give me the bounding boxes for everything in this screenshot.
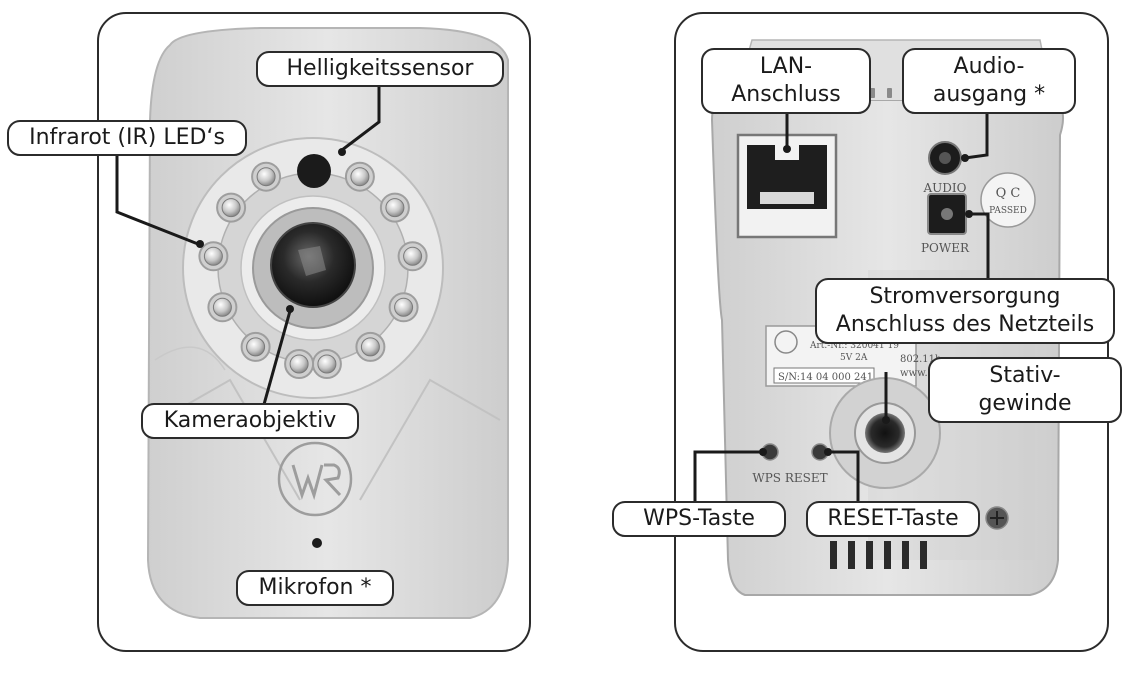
ir-led-lens xyxy=(256,167,276,187)
power-print: POWER xyxy=(921,241,970,255)
ir-led-lens xyxy=(360,337,380,357)
ir-led-lens xyxy=(221,198,241,218)
svg-text:S/N:14 04 000 241: S/N:14 04 000 241 xyxy=(778,372,873,383)
label-ir-leds: Infrarot (IR) LED‘s xyxy=(7,120,247,156)
ir-led-lens xyxy=(203,246,223,266)
svg-text:Q C: Q C xyxy=(996,186,1021,201)
ir-led-lens xyxy=(394,297,414,317)
label-tripod-thread: Stativ- gewinde xyxy=(928,357,1122,423)
ir-led-lens xyxy=(289,354,309,374)
label-reset-button: RESET-Taste xyxy=(806,501,980,537)
label-power-supply: Stromversorgung Anschluss des Netzteils xyxy=(815,278,1115,344)
qc-sticker: Q C PASSED xyxy=(980,172,1036,228)
microphone-hole xyxy=(312,538,322,548)
brightness-sensor xyxy=(297,154,331,188)
screw-icon xyxy=(985,506,1009,530)
label-microphone: Mikrofon * xyxy=(236,570,394,606)
audio-jack xyxy=(928,141,962,175)
ir-led-lens xyxy=(212,297,232,317)
svg-text:802.11b: 802.11b xyxy=(900,354,941,365)
svg-text:PASSED: PASSED xyxy=(989,206,1027,216)
ir-led-lens xyxy=(317,354,337,374)
audio-print: AUDIO xyxy=(923,181,967,195)
wr-logo-icon xyxy=(277,441,353,517)
label-wps-button: WPS-Taste xyxy=(612,501,786,537)
svg-text:www.: www. xyxy=(900,368,928,379)
bottom-vents xyxy=(830,541,927,569)
ir-leds xyxy=(198,161,428,379)
svg-text:Art.-Nr.: 320041 19: Art.-Nr.: 320041 19 xyxy=(809,341,899,351)
svg-text:5V 2A: 5V 2A xyxy=(840,353,868,363)
label-audio-output: Audio- ausgang * xyxy=(902,48,1076,114)
power-socket xyxy=(927,193,967,235)
front-leader-lines xyxy=(115,85,381,409)
ir-led-lens xyxy=(403,246,423,266)
ir-led-lens xyxy=(385,198,405,218)
label-lan-port: LAN- Anschluss xyxy=(701,48,871,114)
wps-reset-print: WPS RESET xyxy=(752,471,827,485)
label-brightness-sensor: Helligkeitssensor xyxy=(256,51,504,87)
label-camera-lens: Kameraobjektiv xyxy=(141,403,359,439)
ir-led-lens xyxy=(246,337,266,357)
ir-led-lens xyxy=(350,167,370,187)
back-leader-lines xyxy=(693,111,990,503)
